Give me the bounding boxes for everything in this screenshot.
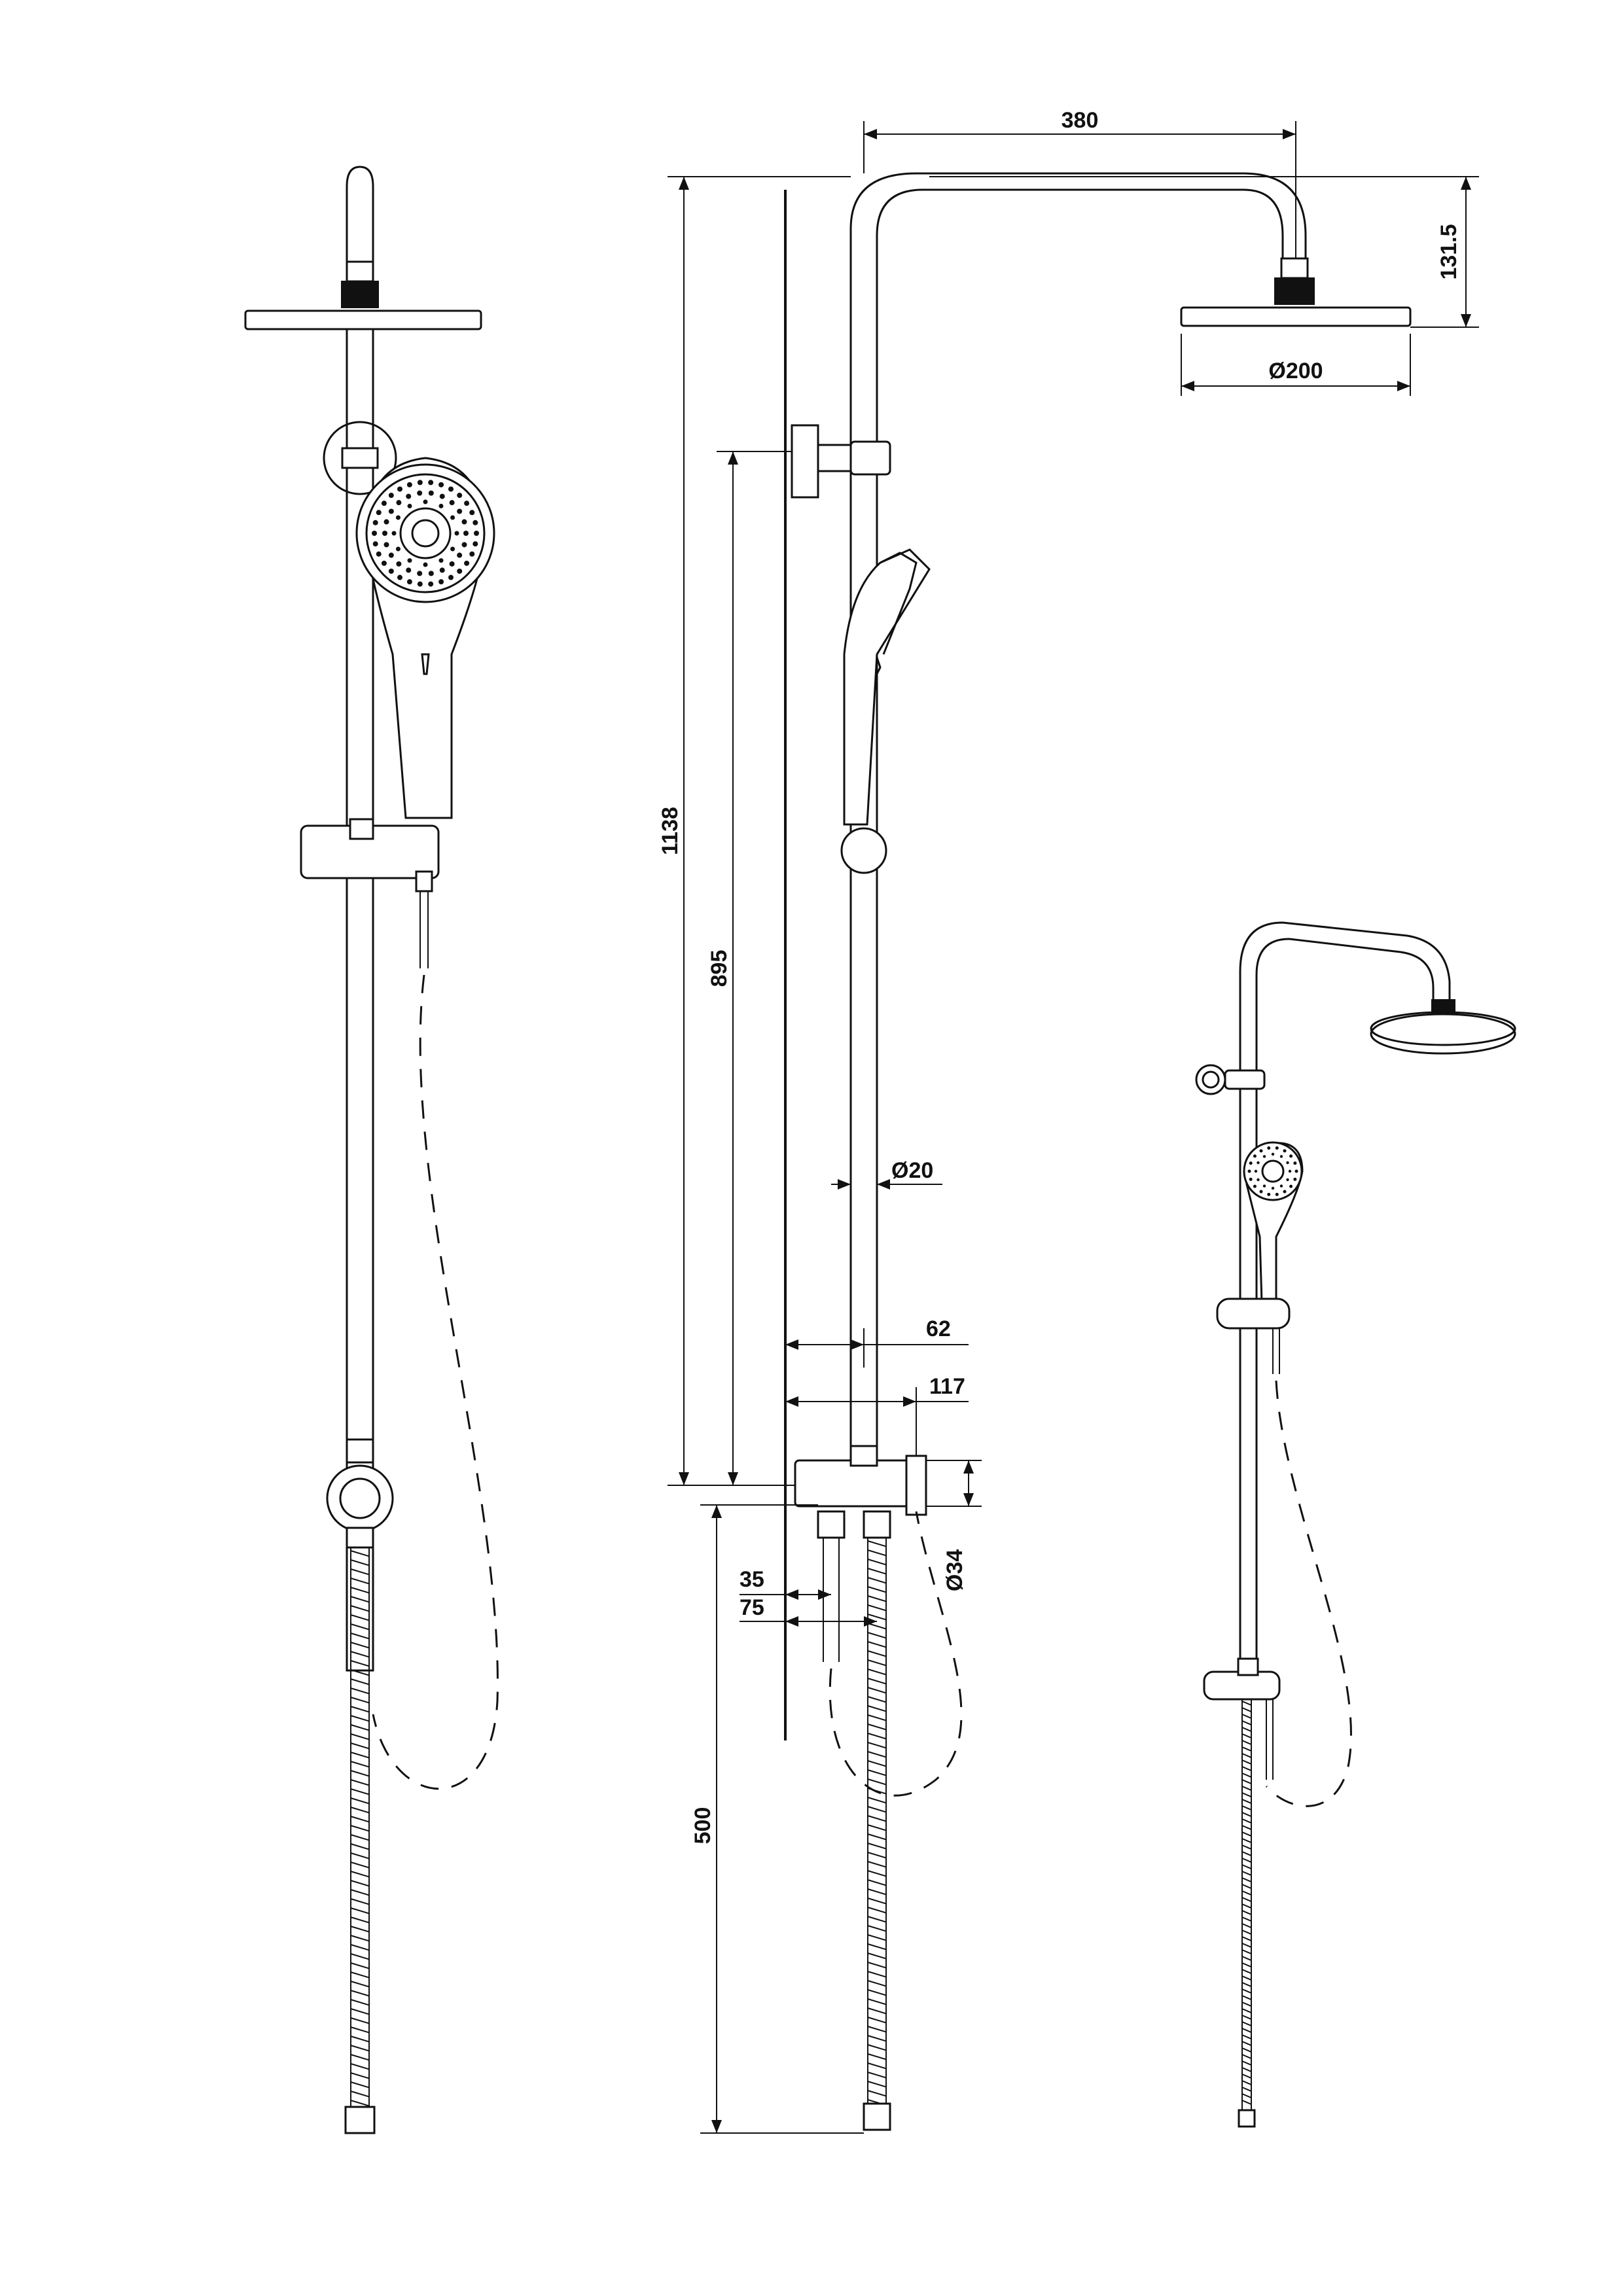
front-hand-shower xyxy=(355,457,495,819)
front-hose-coils xyxy=(350,1550,370,2107)
persp-slider xyxy=(1216,1298,1291,1330)
front-slider-knob xyxy=(349,818,374,840)
side-left-hose xyxy=(823,1538,840,1662)
persp-mixer-top xyxy=(1237,1657,1259,1676)
front-hand-hose-stub xyxy=(419,891,429,968)
persp-rain-head xyxy=(1370,1013,1516,1055)
front-top-arm xyxy=(346,166,374,268)
side-swivel-nut xyxy=(1280,257,1309,279)
front-hand-shower-nozzles xyxy=(372,480,479,587)
side-mixer-top xyxy=(849,1445,878,1467)
side-inlet-right xyxy=(863,1510,891,1539)
side-hand-hose-path xyxy=(829,1511,963,1797)
side-view xyxy=(784,172,1412,2131)
label-34: Ø34 xyxy=(942,1549,967,1591)
side-hand-shower xyxy=(843,548,931,826)
side-arm-outer xyxy=(849,172,1307,851)
side-rain-head xyxy=(1180,306,1412,327)
label-131-5: 131.5 xyxy=(1436,224,1461,279)
perspective-view xyxy=(1195,921,1516,2128)
label-500: 500 xyxy=(690,1807,715,1845)
side-head-connector xyxy=(1274,277,1315,305)
label-75: 75 xyxy=(740,1595,764,1620)
front-diverter-body xyxy=(326,1464,394,1532)
persp-hand-hose-path xyxy=(1265,1380,1352,1807)
front-view xyxy=(244,166,499,2134)
front-hose-nut xyxy=(344,2106,376,2134)
front-slider-hose-cone xyxy=(415,870,433,892)
persp-bracket-clamp xyxy=(1224,1069,1266,1090)
dimension-labels: 380 131.5 Ø200 1138 895 Ø20 62 117 Ø34 3… xyxy=(658,108,1461,1844)
front-wall-bracket xyxy=(323,421,397,495)
label-20: Ø20 xyxy=(891,1158,933,1183)
side-bracket-clamp xyxy=(849,440,891,476)
side-mixer-handle xyxy=(905,1455,927,1516)
front-diverter-top xyxy=(346,1438,374,1464)
side-wall-bracket xyxy=(791,424,819,499)
persp-hose-nut xyxy=(1238,2109,1256,2128)
front-hand-hose-path xyxy=(372,974,499,1790)
front-swivel-nut xyxy=(346,260,374,283)
label-895: 895 xyxy=(707,950,732,987)
dimension-lines xyxy=(668,121,1479,2134)
front-head-connector xyxy=(341,281,379,308)
side-rail xyxy=(849,851,878,1459)
side-hose-coils xyxy=(867,1540,887,2106)
side-hose-nut xyxy=(863,2102,891,2131)
label-117: 117 xyxy=(929,1374,965,1399)
side-arm-inner xyxy=(876,188,1284,851)
label-380: 380 xyxy=(1061,108,1099,133)
side-inlet-left xyxy=(817,1510,846,1539)
side-slider-knob xyxy=(840,827,887,874)
label-1138: 1138 xyxy=(658,807,683,855)
front-diverter-outlet xyxy=(346,1527,374,1549)
label-35: 35 xyxy=(740,1567,764,1592)
label-62: 62 xyxy=(926,1316,951,1341)
label-200: Ø200 xyxy=(1268,359,1323,383)
persp-wall-bracket xyxy=(1195,1064,1226,1095)
front-bracket-clamp xyxy=(341,447,379,469)
front-rain-head xyxy=(244,309,482,330)
